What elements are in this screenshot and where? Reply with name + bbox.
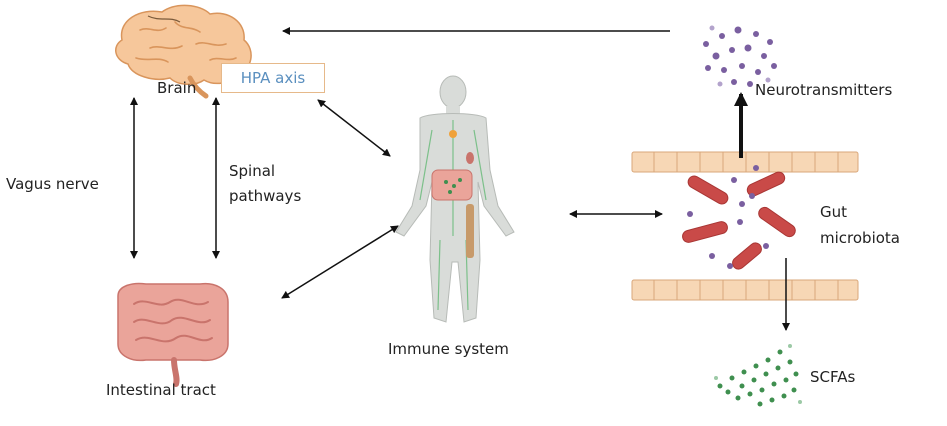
immune-system-label: Immune system: [388, 340, 509, 358]
scfa-dots-icon: [714, 344, 802, 407]
scfas-label: SCFAs: [810, 368, 856, 386]
gut-label: Gut: [820, 203, 848, 221]
intestinal-tract-label: Intestinal tract: [106, 381, 216, 399]
gut-epithelium-icon: [631, 151, 859, 301]
microbiota-label: microbiota: [820, 229, 900, 247]
brain-label: Brain: [157, 79, 197, 97]
hpa-axis-label: HPA axis: [240, 69, 306, 87]
intestine-icon: [117, 282, 229, 387]
arrows: [130, 27, 790, 331]
neurotransmitters-label: Neurotransmitters: [755, 81, 893, 99]
spinal-label: Spinal: [229, 162, 276, 180]
hpa-axis-box: HPA axis: [221, 63, 325, 93]
arrow-intestine-immune: [281, 225, 399, 299]
human-body-icon: [395, 75, 515, 323]
neurotransmitter-dots-icon: [703, 25, 777, 87]
metabolite-dots-icon: [687, 165, 769, 269]
arrow-hpa-immune: [317, 99, 391, 157]
pathways-label: pathways: [229, 187, 302, 205]
bacteria-icon: [682, 171, 796, 270]
vagus-nerve-label: Vagus nerve: [6, 175, 99, 193]
